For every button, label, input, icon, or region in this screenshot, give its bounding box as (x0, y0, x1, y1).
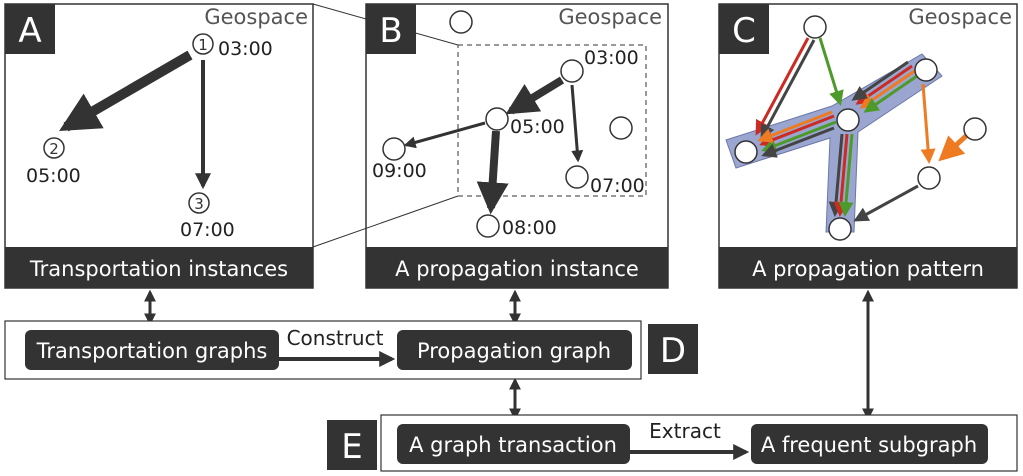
panel-c-geospace-label: Geospace (908, 5, 1012, 29)
c-edge-far-orange (938, 134, 968, 162)
panel-a: A Geospace 1 03:00 2 05:00 3 07:00 Trans… (4, 3, 314, 289)
panel-b-letter-box (366, 4, 416, 54)
node-b-0900-time: 09:00 (372, 160, 427, 182)
node-b-far-top (449, 10, 473, 34)
panel-a-letter: A (18, 11, 41, 51)
node-b-right (609, 116, 633, 140)
node-1-time: 03:00 (218, 38, 273, 60)
edge-1-2 (59, 50, 193, 132)
panel-a-letter-box (5, 4, 55, 54)
c-edge-cd-red (833, 133, 849, 217)
panel-c-letter: C (732, 11, 756, 51)
pattern-highlight (725, 53, 943, 233)
panel-a-caption-bar (5, 247, 313, 288)
panel-b-geospace-label: Geospace (558, 5, 662, 29)
node-3 (188, 192, 210, 214)
c-edge-ur-dark (851, 60, 909, 101)
panel-d-letter: D (660, 331, 686, 371)
propagation-graph-label: Propagation graph (417, 339, 611, 363)
node-b-0500-time: 05:00 (510, 116, 565, 138)
edge-b2 (570, 84, 584, 163)
panel-c-letter-box (719, 4, 769, 54)
extract-label: Extract (649, 419, 721, 443)
c-edge-ur-green (863, 72, 921, 113)
panel-a-geospace-label: Geospace (204, 5, 308, 29)
graph-transaction-box (397, 424, 630, 464)
node-2 (43, 137, 65, 159)
node-1-label: 1 (198, 36, 208, 54)
c-edge-top-dark (760, 39, 816, 140)
node-b-0700-time: 07:00 (590, 175, 645, 197)
node-2-time: 05:00 (26, 165, 81, 187)
c-edge-cd-green (838, 133, 854, 217)
panel-b-caption: A propagation instance (395, 257, 639, 281)
panel-b-caption-bar (366, 247, 668, 288)
node-c-left (734, 140, 758, 164)
graph-transaction-label: A graph transaction (409, 433, 617, 457)
edge-b3 (403, 121, 486, 149)
c-edge-cd-dark (828, 133, 844, 217)
panel-b: B Geospace 03:00 05:00 09:00 07:00 08:00… (365, 3, 669, 289)
node-c-center (836, 108, 860, 132)
node-c-far-right (963, 117, 987, 141)
node-3-label: 3 (194, 195, 204, 213)
node-b-0800 (476, 214, 500, 238)
construct-label: Construct (287, 326, 384, 350)
c-edge-right-orange (920, 83, 936, 164)
panel-a-caption: Transportation instances (29, 257, 288, 281)
c-edge-top-green (818, 37, 844, 106)
c-edge-bottom-dark (853, 184, 919, 222)
frequent-subgraph-label: A frequent subgraph (761, 433, 977, 457)
zoom-region (457, 44, 647, 197)
node-c-top (803, 15, 827, 39)
node-b-0300-time: 03:00 (584, 47, 639, 69)
transport-graphs-box (25, 330, 279, 370)
transport-graphs-label: Transportation graphs (36, 339, 268, 363)
panel-e-letter: E (341, 427, 362, 467)
node-1 (192, 33, 214, 55)
node-b-0800-time: 08:00 (502, 217, 557, 239)
row-e: E A graph transaction Extract A frequent… (327, 414, 1018, 472)
panel-e-letter-box (327, 420, 377, 470)
edge-b4 (476, 130, 509, 215)
zoom-line-bottom (312, 195, 459, 248)
c-edge-top-red (755, 37, 810, 136)
c-edge-cl-dark (761, 126, 835, 158)
node-2-label: 2 (49, 140, 59, 158)
row-d: Transportation graphs Construct Propagat… (4, 320, 698, 380)
node-3-time: 07:00 (180, 219, 235, 241)
c-edge-cl-orange (757, 110, 833, 143)
node-b-0700 (565, 165, 589, 189)
frequent-subgraph-box (751, 424, 988, 464)
node-c-right (917, 166, 941, 190)
node-b-0300 (560, 59, 584, 83)
propagation-graph-box (397, 330, 632, 370)
node-b-0500 (485, 107, 509, 131)
panel-c-caption-bar (719, 247, 1017, 288)
panel-c: C Geospace A propagation (718, 3, 1018, 289)
node-b-0900 (382, 137, 406, 161)
panel-b-letter: B (379, 11, 402, 51)
edge-b1 (505, 76, 565, 115)
panel-d-letter-box (648, 324, 698, 374)
node-c-bottom (828, 217, 852, 241)
panel-c-caption: A propagation pattern (752, 257, 984, 281)
node-c-upper-right (914, 58, 938, 82)
